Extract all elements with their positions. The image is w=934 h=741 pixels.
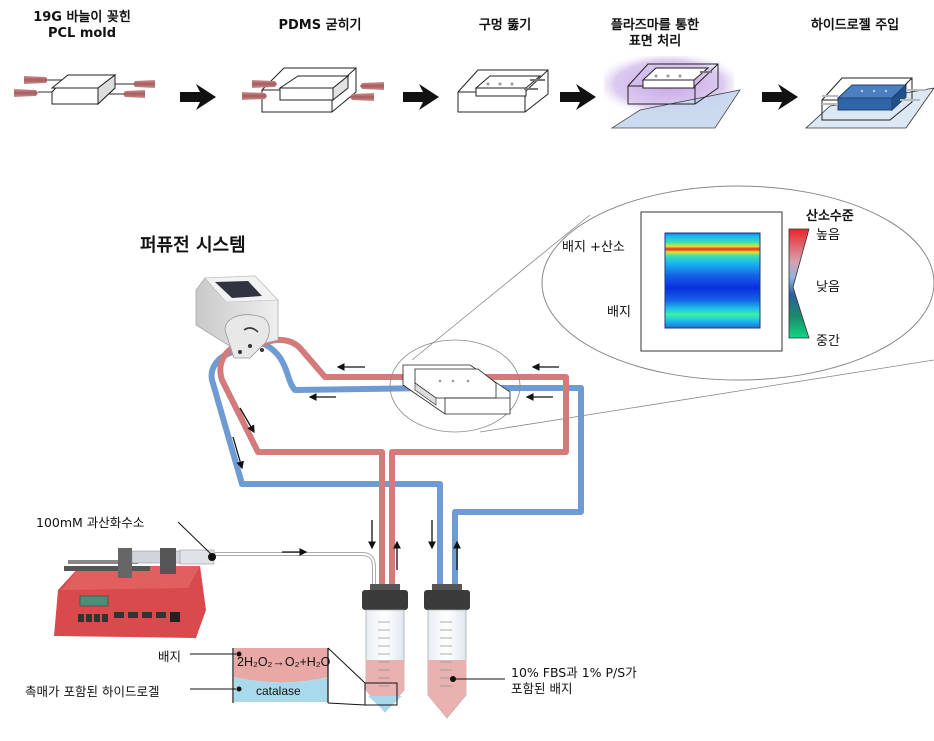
step1-line2: PCL mold [47,26,117,41]
step2-line1: PDMS 굳히기 [278,18,362,33]
needle-icon [133,80,155,88]
heatmap-label-medium-oxygen: 배지 +산소 [562,240,625,255]
arrow-right-icon [560,84,596,110]
arrow-right-icon [180,84,216,110]
step3-punch-illustration [457,69,549,113]
perfusion-title: 퍼퓨전 시스템 [140,235,246,256]
arrow-right-icon [403,84,439,110]
needle-icon [14,89,38,97]
step3-title: 구멍 뚫기 [455,18,555,34]
medium-label: 배지 [158,649,182,664]
syringe-label-leader [177,521,213,556]
flow-arrow-icon [239,407,255,434]
peroxide-line [214,552,376,592]
oxygen-scale-mid: 중간 [816,334,840,349]
syringe-label: 100mM 과산화수소 [36,515,145,530]
chip-illustration [389,339,521,433]
oxygen-scale-bar [788,228,810,339]
reservoir-bottle-medium [424,584,505,719]
step1-mold-illustration [14,73,155,106]
reaction-inset [190,647,366,706]
step4-line1: 플라즈마를 통한 [610,18,700,33]
flow-arrow-icon [232,436,244,470]
step3-line1: 구멍 뚫기 [478,18,532,33]
step4-title: 플라즈마를 통한 표면 처리 [590,18,720,50]
syringe-pump-icon [54,548,216,638]
reservoir-bottle-with-hydrogel [362,584,408,713]
reservoir-label-line1: 10% FBS과 1% P/S가 [511,665,637,680]
step4-line2: 표면 처리 [628,34,682,49]
oxygen-scale-low: 낮음 [816,280,840,295]
step2-pdms-illustration [242,67,384,113]
step1-title: 19G 바늘이 꽂힌 PCL mold [22,10,142,42]
needle-icon [24,76,48,84]
reaction-equation: 2H₂O₂→O₂+H₂O [237,655,331,669]
hydrogel-label: 촉매가 포함된 하이드로겔 [25,684,160,699]
peristaltic-pump-icon [195,275,279,359]
magnify-callout [411,185,934,433]
step1-line1: 19G 바늘이 꽂힌 [33,10,131,25]
step5-hydrogel-illustration [804,77,934,129]
oxygen-scale-title: 산소수준 [806,209,854,224]
step5-title: 하이드로젤 주입 [790,18,920,34]
needle-icon [123,90,145,98]
step2-title: PDMS 굳히기 [265,18,375,34]
catalase-label: catalase [256,684,301,698]
step5-line1: 하이드로젤 주입 [810,18,900,33]
reservoir-label-line2: 포함된 배지 [511,681,573,696]
oxygen-scale-high: 높음 [816,228,840,243]
reservoir-label: 10% FBS과 1% P/S가 포함된 배지 [511,665,637,697]
arrow-right-icon [762,84,798,110]
flow-arrows [232,363,559,570]
heatmap-label-medium: 배지 [607,305,631,320]
oxygen-heatmap [664,232,761,329]
step4-plasma-illustration [604,56,741,129]
tubing-network [208,336,584,593]
